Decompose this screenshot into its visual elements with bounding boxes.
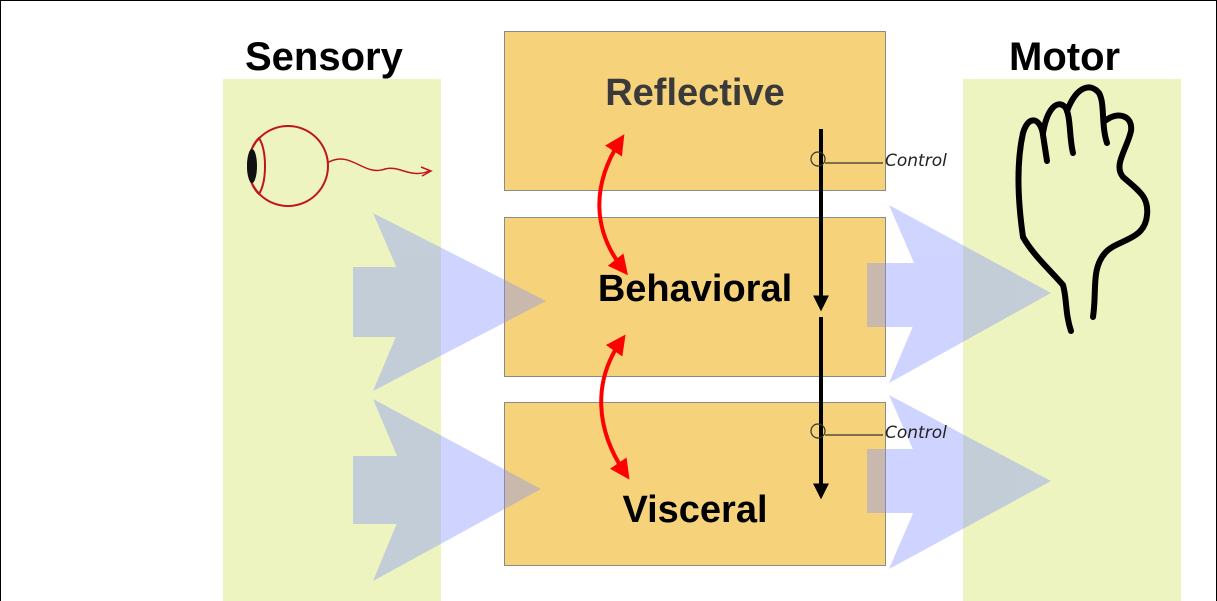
control-label-lower: Control	[885, 423, 947, 443]
motor-heading: Motor	[1009, 35, 1121, 79]
sensory-heading: Sensory	[245, 35, 403, 79]
eye-icon	[247, 125, 433, 207]
visceral-label: Visceral	[622, 489, 768, 531]
reflective-label: Reflective	[605, 72, 785, 114]
control-connector-upper	[810, 151, 883, 167]
motor-flow-arrow-lower	[867, 395, 1051, 569]
sensory-flow-arrow-lower	[353, 399, 541, 581]
control-label-upper: Control	[885, 151, 947, 171]
hand-icon	[1015, 84, 1151, 334]
motor-column	[963, 79, 1181, 601]
sensory-flow-arrow-upper	[353, 213, 546, 391]
motor-flow-arrow-upper	[867, 205, 1051, 383]
behavioral-visceral-interaction-arrow	[599, 334, 630, 480]
reflective-behavioral-interaction-arrow	[597, 134, 628, 276]
behavioral-label: Behavioral	[597, 268, 793, 310]
control-connector-lower	[810, 423, 883, 439]
sensory-column	[223, 79, 441, 601]
